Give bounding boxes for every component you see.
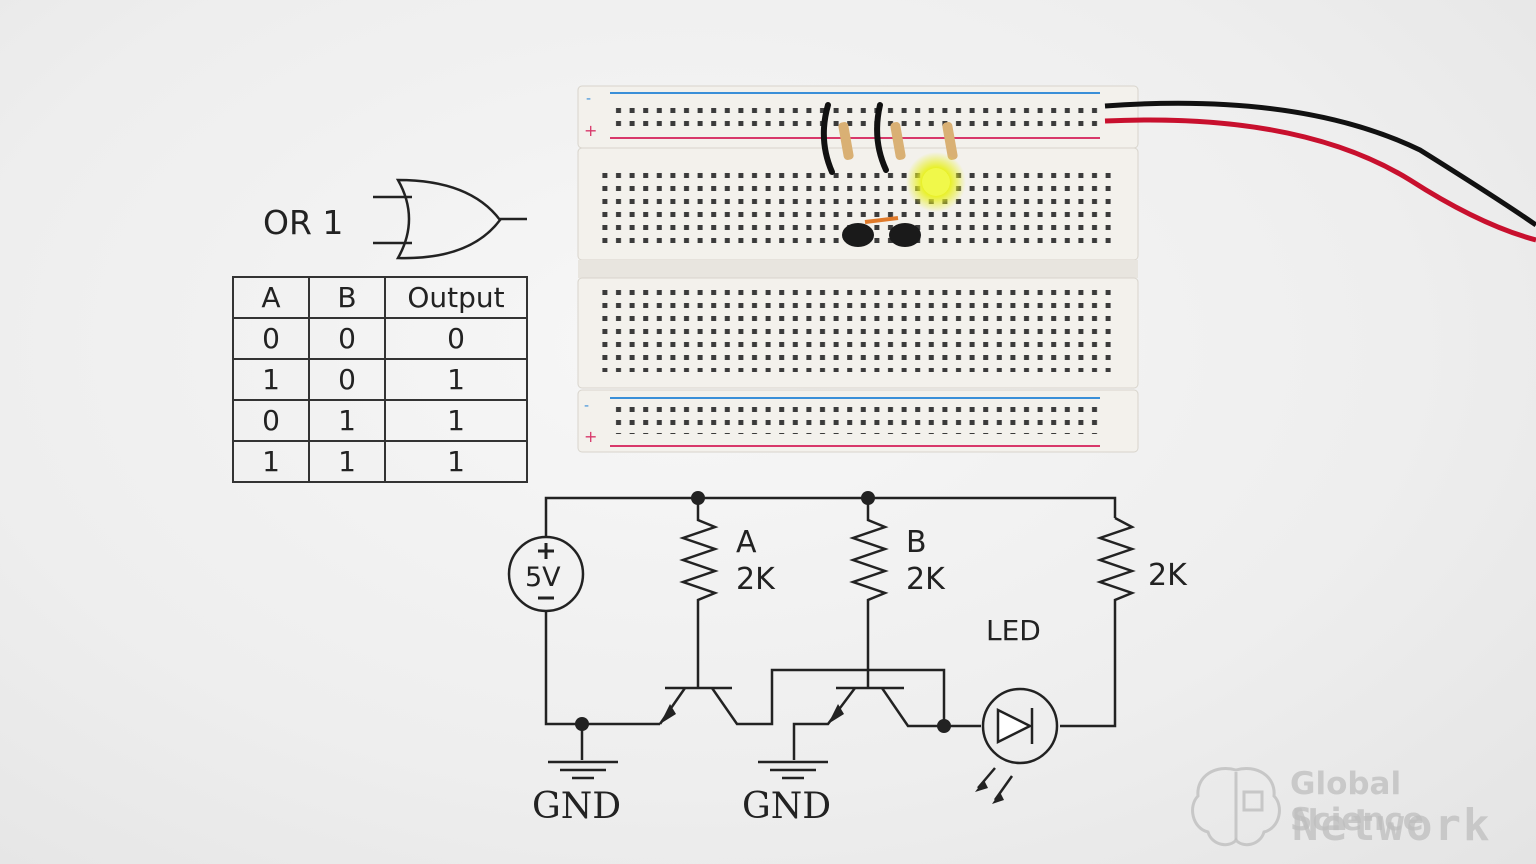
table-header-row: A B Output [232, 276, 528, 319]
resistor-a-name: A [736, 525, 757, 560]
watermark-title: Global Science [1290, 766, 1424, 838]
gnd-left-label: GND [532, 786, 622, 827]
resistor-a-value: 2K [736, 562, 775, 597]
bottom-power-rail: - + [577, 389, 1139, 453]
top-power-rail: - + [577, 85, 1139, 149]
header-b: B [308, 276, 386, 319]
gate-title: OR 1 [263, 203, 344, 242]
upper-terminal-strip [577, 147, 1139, 261]
center-channel [578, 260, 1138, 278]
svg-text:+: + [584, 121, 597, 140]
cell-a: 1 [232, 440, 310, 483]
svg-text:-: - [584, 398, 589, 414]
cell-a: 0 [232, 399, 310, 442]
svg-text:-: - [586, 91, 591, 107]
truth-table: A B Output 0 0 0 1 0 1 0 1 1 1 [232, 276, 528, 483]
table-row: 1 0 1 [232, 358, 528, 401]
header-a: A [232, 276, 310, 319]
brain-logo-icon [1191, 767, 1281, 847]
header-output: Output [384, 276, 528, 319]
cell-a: 0 [232, 317, 310, 360]
cell-b: 1 [308, 440, 386, 483]
source-voltage-label: 5V [525, 562, 561, 593]
resistor-components [838, 122, 958, 160]
led-label: LED [986, 614, 1041, 647]
table-row: 0 1 1 [232, 399, 528, 442]
cell-output: 1 [384, 358, 528, 401]
lower-terminal-strip [577, 277, 1139, 389]
svg-text:+: + [584, 427, 597, 446]
cell-b: 1 [308, 399, 386, 442]
resistor-b-name: B [906, 525, 927, 560]
transistor-b [889, 223, 921, 247]
table-row: 0 0 0 [232, 317, 528, 360]
cell-b: 0 [308, 358, 386, 401]
resistor-led-value: 2K [1148, 558, 1187, 593]
resistor-b-value: 2K [906, 562, 945, 597]
cell-output: 1 [384, 399, 528, 442]
cell-output: 0 [384, 317, 528, 360]
table-row: 1 1 1 [232, 440, 528, 483]
cell-b: 0 [308, 317, 386, 360]
cell-output: 1 [384, 440, 528, 483]
cell-a: 1 [232, 358, 310, 401]
watermark-subtitle: Network [1292, 800, 1492, 851]
gnd-right-label: GND [742, 786, 832, 827]
transistor-a [842, 223, 874, 247]
